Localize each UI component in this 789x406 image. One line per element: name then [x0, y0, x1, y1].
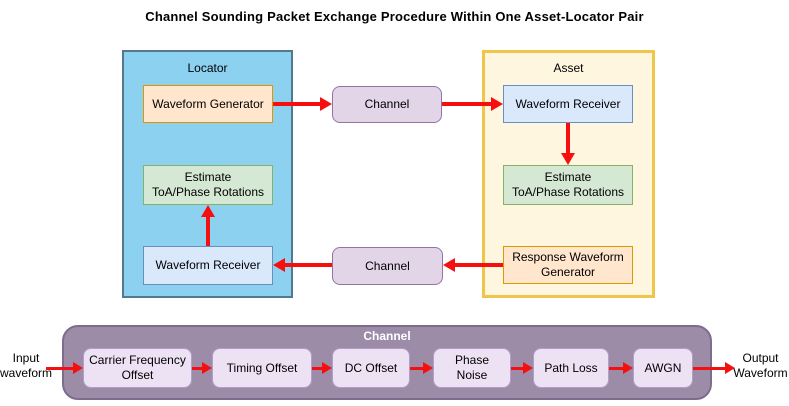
arrow-channel-to-asset-receiver [442, 97, 503, 111]
arrow-asset-receiver-to-estimate [561, 123, 575, 165]
locator-estimate-box: Estimate ToA/Phase Rotations [143, 165, 273, 205]
stage-carrier-frequency-offset-box: Carrier Frequency Offset [83, 348, 192, 388]
locator-waveform-generator-box: Waveform Generator [143, 85, 273, 123]
locator-estimate-line2: ToA/Phase Rotations [151, 185, 265, 199]
stage-label: Path Loss [544, 360, 598, 375]
stage-label: Carrier Frequency Offset [89, 353, 186, 382]
arrow-locator-receiver-to-estimate [201, 205, 215, 246]
arrow-response-generator-to-channel [443, 258, 503, 272]
locator-estimate-line1: Estimate [184, 170, 232, 184]
stage-label: Phase Noise [454, 353, 490, 382]
stage-awgn-box: AWGN [633, 348, 693, 388]
stage-timing-offset-box: Timing Offset [212, 348, 312, 388]
locator-waveform-receiver-label: Waveform Receiver [155, 258, 261, 272]
asset-waveform-receiver-label: Waveform Receiver [515, 96, 621, 111]
output-waveform-label: Output Waveform [733, 351, 788, 380]
locator-waveform-generator-label: Waveform Generator [152, 96, 264, 111]
arrow-input-to-chain [46, 362, 83, 374]
arrow-chain-to-output [693, 362, 735, 374]
stage-label: AWGN [644, 360, 682, 375]
asset-response-waveform-generator-label: Response Waveform Generator [512, 250, 624, 279]
channel-top-box: Channel [332, 86, 442, 123]
stage-dc-offset-box: DC Offset [332, 348, 410, 388]
asset-label: Asset [553, 61, 584, 75]
channel-chain-label: Channel [363, 329, 411, 343]
stage-label: Timing Offset [226, 360, 298, 375]
channel-bottom-label: Channel [365, 258, 410, 273]
stage-path-loss-box: Path Loss [533, 348, 609, 388]
diagram-title: Channel Sounding Packet Exchange Procedu… [145, 9, 644, 24]
stage-phase-noise-box: Phase Noise [433, 348, 511, 388]
arrow-timing-to-dc [312, 362, 332, 374]
locator-waveform-receiver-box: Waveform Receiver [143, 246, 273, 285]
channel-top-label: Channel [364, 97, 410, 111]
stage-label: DC Offset [344, 360, 398, 375]
arrow-channel-to-locator-receiver [273, 258, 332, 272]
arrow-generator-to-channel [273, 97, 332, 111]
asset-estimate-line2: ToA/Phase Rotations [511, 185, 625, 199]
arrow-phase-noise-to-path-loss [511, 362, 533, 374]
arrow-path-loss-to-awgn [609, 362, 633, 374]
channel-bottom-box: Channel [332, 247, 443, 285]
asset-estimate-line1: Estimate [544, 170, 592, 184]
locator-label: Locator [187, 61, 228, 75]
asset-waveform-receiver-box: Waveform Receiver [503, 85, 633, 123]
asset-estimate-box: Estimate ToA/Phase Rotations [503, 165, 633, 205]
arrow-cfo-to-timing [192, 362, 212, 374]
arrow-dc-to-phase-noise [410, 362, 433, 374]
asset-response-waveform-generator-box: Response Waveform Generator [503, 246, 633, 284]
input-waveform-label: Input waveform [0, 351, 53, 380]
